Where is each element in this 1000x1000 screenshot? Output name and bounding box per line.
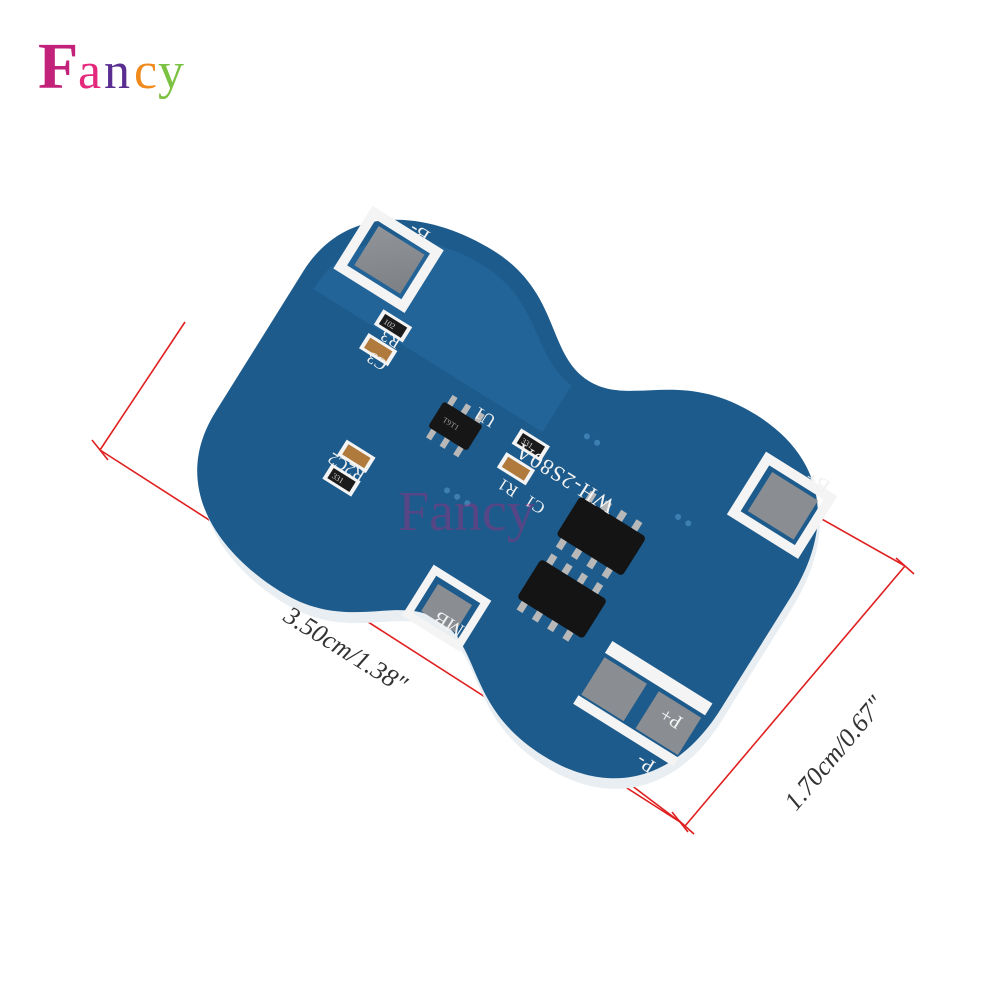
width-dimension-label: 1.70cm/0.67″ xyxy=(778,690,891,816)
logo-letter-n: n xyxy=(104,43,130,100)
pad-b-plus xyxy=(726,451,838,559)
logo-letter-f: F xyxy=(38,30,78,103)
smd-components xyxy=(322,309,551,497)
mosfet-chip xyxy=(516,553,606,642)
board-body xyxy=(197,219,818,779)
u1-ic xyxy=(426,394,485,458)
pad-mb xyxy=(401,564,492,652)
pad-b-minus xyxy=(333,205,444,314)
mosfet-chip xyxy=(555,490,645,579)
logo-letter-a: a xyxy=(78,43,101,100)
board-vias xyxy=(443,433,692,527)
pcb-board: B- B+ MB P+ P- U1 R1 C1 R2C2 R3 C3 WH-2S… xyxy=(197,205,838,789)
fancy-logo: F a n c y xyxy=(38,30,184,103)
fancy-watermark: Fancy xyxy=(398,481,535,543)
logo-letter-c: c xyxy=(134,43,157,100)
width-dimension-line xyxy=(684,565,906,827)
pad-p xyxy=(573,640,713,767)
logo-letter-y: y xyxy=(158,43,184,100)
